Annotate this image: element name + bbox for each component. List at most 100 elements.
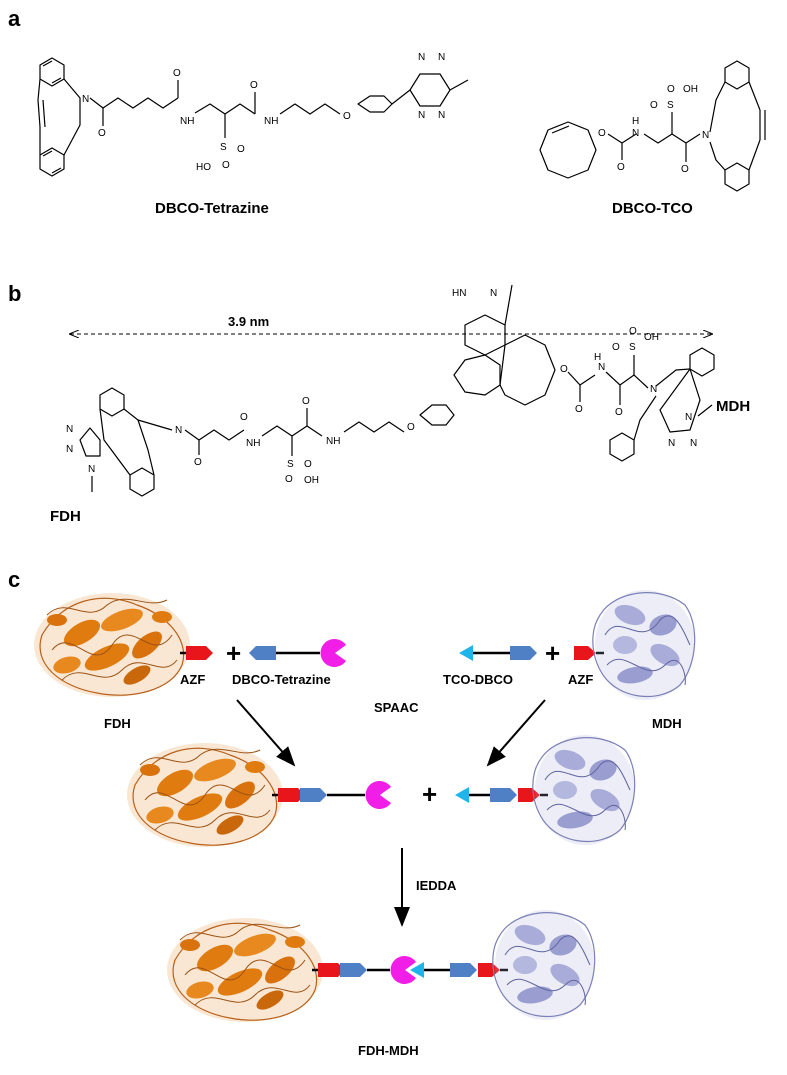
atom-o: O: [302, 396, 310, 407]
tco-dbco-label: TCO-DBCO: [443, 672, 513, 687]
atom-o: O: [285, 474, 293, 485]
atom-h: H: [594, 352, 601, 363]
dbco-tetrazine-label: DBCO-Tetrazine: [232, 672, 331, 687]
atom-ho: HO: [196, 162, 211, 173]
atom-s: S: [287, 459, 294, 470]
tetrazine-shape: [390, 956, 416, 985]
atom-n: N: [418, 110, 425, 121]
mdh-protein-image: [532, 734, 636, 846]
tetrazine-shape: [320, 639, 346, 667]
dbco-tetrazine-structure: N O O NH S O O HO O NH O N N N N: [37, 52, 469, 177]
dbco-tco-structure: O O H N S O O OH O N: [539, 60, 766, 192]
dbco-tag: [300, 788, 327, 802]
atom-oh: OH: [644, 332, 659, 343]
tco-shape: [459, 645, 473, 661]
fdh-protein-image: [33, 592, 191, 698]
atom-nh: NH: [326, 436, 340, 447]
atom-oh: OH: [683, 84, 698, 95]
atom-n: N: [88, 464, 95, 475]
atom-h: H: [632, 116, 639, 127]
mdh-protein-image: [492, 909, 596, 1021]
atom-n: N: [668, 438, 675, 449]
atom-n: N: [438, 110, 445, 121]
azf-tag: [574, 646, 596, 660]
atom-n: N: [490, 288, 497, 299]
atom-o: O: [575, 404, 583, 415]
atom-o: O: [598, 128, 606, 139]
tco-shape: [410, 962, 424, 978]
atom-o: O: [629, 326, 637, 337]
atom-n: N: [438, 52, 445, 63]
spaac-label: SPAAC: [374, 700, 419, 715]
atom-o: O: [173, 68, 181, 79]
distance-label: 3.9 nm: [228, 314, 269, 329]
atom-n: N: [685, 412, 692, 423]
atom-o: O: [407, 422, 415, 433]
mdh-label-b: MDH: [716, 398, 750, 415]
conjugate-structure: N N N N O O NH S O O OH O NH O HN N O O …: [66, 284, 715, 497]
atom-nh: NH: [180, 116, 194, 127]
compound-name-dbco-tetrazine: DBCO-Tetrazine: [155, 200, 269, 217]
plus-sign: +: [226, 638, 241, 668]
azf-label-right: AZF: [568, 672, 593, 687]
atom-oh: OH: [304, 475, 319, 486]
atom-o: O: [343, 111, 351, 122]
iedda-label: IEDDA: [416, 878, 457, 893]
atom-o: O: [250, 80, 258, 91]
atom-n: N: [690, 438, 697, 449]
compound-name-dbco-tco: DBCO-TCO: [612, 200, 693, 217]
plus-sign: +: [422, 779, 437, 809]
atom-o: O: [612, 342, 620, 353]
atom-n: N: [175, 425, 182, 436]
product-label: FDH-MDH: [358, 1043, 419, 1058]
panel-letter-a: a: [8, 6, 21, 31]
atom-n: N: [82, 94, 89, 105]
dbco-tag: [510, 646, 537, 660]
panel-letter-b: b: [8, 281, 21, 306]
mdh-label-c: MDH: [652, 716, 682, 731]
atom-o: O: [650, 100, 658, 111]
atom-o: O: [240, 412, 248, 423]
dbco-tag: [450, 963, 477, 977]
azf-tag: [186, 646, 213, 660]
spaac-arrow-left: [236, 699, 296, 767]
azf-label-left: AZF: [180, 672, 205, 687]
atom-n: N: [418, 52, 425, 63]
tetrazine-shape: [365, 781, 391, 810]
atom-n: N: [66, 444, 73, 455]
atom-o: O: [681, 164, 689, 175]
atom-n: N: [650, 384, 657, 395]
fdh-protein-image: [166, 917, 324, 1023]
dbco-tag: [340, 963, 367, 977]
atom-o: O: [222, 160, 230, 171]
atom-o: O: [98, 128, 106, 139]
atom-o: O: [304, 459, 312, 470]
atom-o: O: [237, 144, 245, 155]
atom-nh: NH: [264, 116, 278, 127]
spaac-arrow-right: [486, 699, 546, 767]
dbco-tag: [490, 788, 517, 802]
atom-o: O: [667, 84, 675, 95]
atom-o: O: [617, 162, 625, 173]
atom-n: N: [632, 128, 639, 139]
panel-letter-c: c: [8, 567, 20, 592]
tco-shape: [455, 787, 469, 803]
atom-s: S: [629, 342, 636, 353]
mdh-protein-image: [592, 589, 696, 701]
fdh-label-b: FDH: [50, 508, 81, 525]
atom-n: N: [702, 130, 709, 141]
atom-s: S: [667, 100, 674, 111]
atom-nh: NH: [246, 438, 260, 449]
dbco-tag: [249, 646, 276, 660]
plus-sign: +: [545, 638, 560, 668]
atom-n: N: [66, 424, 73, 435]
fdh-label-c: FDH: [104, 716, 131, 731]
atom-n: N: [598, 362, 605, 373]
fdh-protein-image: [126, 742, 284, 848]
atom-o: O: [615, 407, 623, 418]
atom-o: O: [560, 364, 568, 375]
atom-o: O: [194, 457, 202, 468]
atom-hn: HN: [452, 288, 466, 299]
